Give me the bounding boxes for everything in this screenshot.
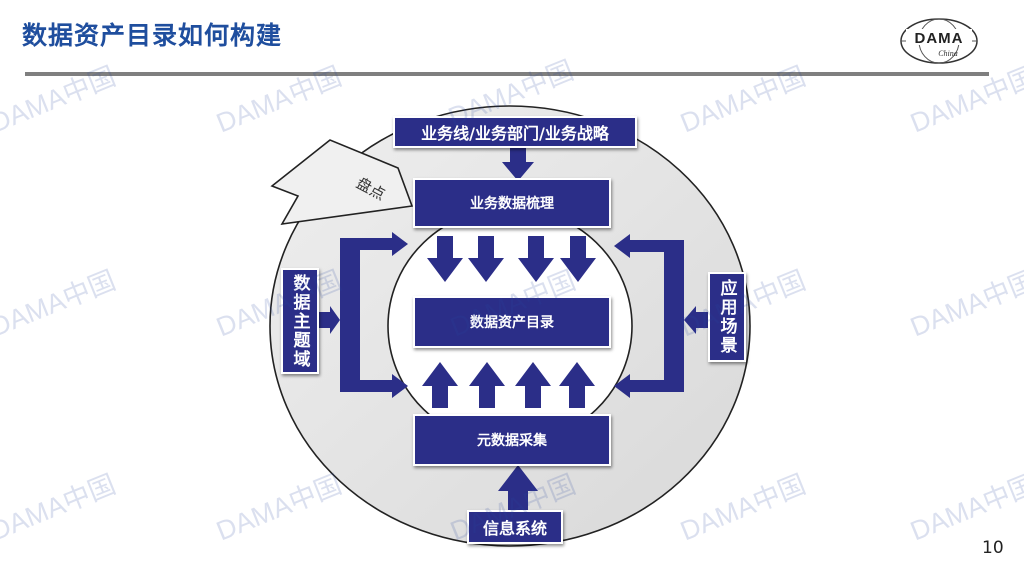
box-business-line: 业务线/业务部门/业务战略 xyxy=(393,116,637,148)
left-bracket xyxy=(318,232,408,398)
box-metadata-collection: 元数据采集 xyxy=(413,414,611,466)
right-bracket xyxy=(614,234,708,398)
bottom-up-arrow xyxy=(498,465,538,512)
page-number: 10 xyxy=(982,538,1004,558)
logo-main-text: DAMA xyxy=(915,30,964,47)
box-application-scenario: 应用场景 xyxy=(708,272,746,362)
down-arrow xyxy=(518,236,554,282)
up-arrow-group xyxy=(422,362,595,408)
up-arrow xyxy=(515,362,551,408)
box-information-system: 信息系统 xyxy=(467,510,563,544)
box-data-subject-domain: 数据主题域 xyxy=(281,268,319,374)
slide-title: 数据资产目录如何构建 xyxy=(22,21,283,50)
right-small-arrow xyxy=(684,306,708,334)
down-arrow xyxy=(427,236,463,282)
logo-sub-text: China xyxy=(938,49,958,58)
up-arrow xyxy=(469,362,505,408)
left-small-arrow xyxy=(318,306,340,334)
top-down-arrow xyxy=(502,146,534,181)
dama-logo: DAMA China xyxy=(900,18,978,64)
box-business-data-sorting: 业务数据梳理 xyxy=(413,178,611,228)
down-arrow xyxy=(468,236,504,282)
down-arrow xyxy=(560,236,596,282)
box-data-asset-catalog: 数据资产目录 xyxy=(413,296,611,348)
title-underline xyxy=(25,72,989,76)
up-arrow xyxy=(559,362,595,408)
up-arrow xyxy=(422,362,458,408)
callout-arrow xyxy=(270,139,414,226)
down-arrow-group xyxy=(427,236,596,282)
